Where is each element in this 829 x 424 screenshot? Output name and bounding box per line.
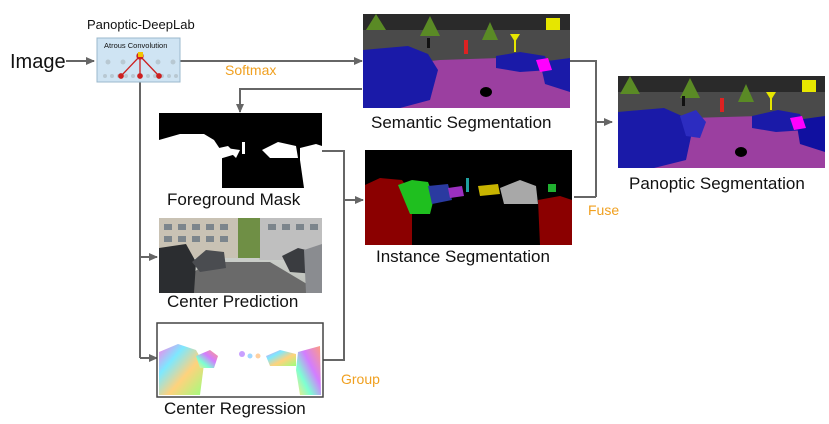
instance-image xyxy=(365,150,572,245)
group-label: Group xyxy=(341,371,380,387)
fuse-label: Fuse xyxy=(588,202,619,218)
instance-label: Instance Segmentation xyxy=(376,247,550,266)
connectors xyxy=(66,57,613,362)
atrous-nodes xyxy=(103,59,178,78)
center-prediction-label: Center Prediction xyxy=(167,292,298,311)
arrow-semantic-to-panoptic xyxy=(570,60,613,126)
model-box: Atrous Convolution xyxy=(96,37,181,83)
semantic-image xyxy=(363,14,570,108)
foreground-label: Foreground Mask xyxy=(167,190,301,209)
model-label: Panoptic-DeepLab xyxy=(87,17,195,32)
model-inner-label: Atrous Convolution xyxy=(104,41,167,50)
arrow-semantic-to-foreground xyxy=(236,88,362,113)
group-line xyxy=(322,150,345,361)
center-regression-label: Center Regression xyxy=(164,399,306,418)
center-prediction-image xyxy=(159,218,322,293)
foreground-mask-image xyxy=(159,113,322,188)
input-label: Image xyxy=(10,51,66,73)
panoptic-label: Panoptic Segmentation xyxy=(629,174,805,193)
semantic-label: Semantic Segmentation xyxy=(371,113,552,132)
panoptic-image xyxy=(618,76,825,168)
atrous-kernel xyxy=(118,52,162,79)
center-regression-image xyxy=(156,322,324,398)
softmax-label: Softmax xyxy=(225,62,276,78)
